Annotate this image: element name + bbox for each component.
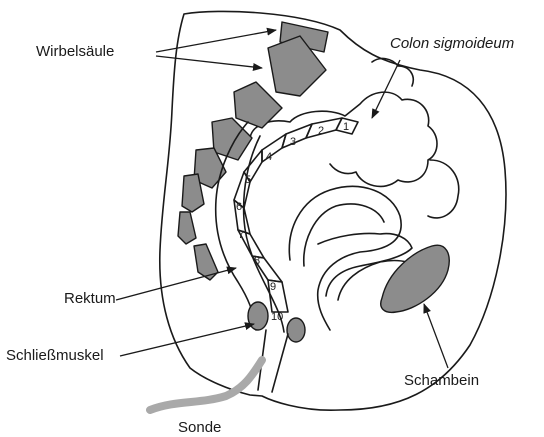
- probe: [150, 360, 262, 410]
- label-colon-sigmoideum: Colon sigmoideum: [390, 35, 514, 52]
- arrow-schliessmuskel: [120, 324, 254, 356]
- pubic-bone: [381, 245, 449, 312]
- body-outline: [160, 11, 506, 410]
- segment-box-3: [282, 124, 312, 148]
- segment-number: 1: [343, 121, 349, 133]
- segment-number: 10: [271, 311, 283, 323]
- label-wirbelsaeule: Wirbelsäule: [36, 43, 114, 60]
- segment-number: 3: [290, 136, 296, 148]
- segment-number: 4: [266, 151, 272, 163]
- vertebra-7: [178, 212, 196, 244]
- segment-number: 2: [318, 125, 324, 137]
- label-sonde: Sonde: [178, 419, 221, 436]
- segment-number: 6: [236, 201, 242, 213]
- sphincter-right: [287, 318, 305, 342]
- arrow-rektum: [116, 268, 236, 300]
- bowel-loop-right: [428, 160, 459, 218]
- segment-number: 8: [254, 255, 260, 267]
- label-schambein: Schambein: [404, 372, 479, 389]
- segment-number: 5: [245, 174, 251, 186]
- arrow-colon: [372, 60, 400, 118]
- vertebra-8: [194, 244, 218, 280]
- sphincter-left: [248, 302, 268, 330]
- arrow-schambein: [424, 304, 448, 368]
- label-rektum: Rektum: [64, 290, 116, 307]
- segment-number: 9: [270, 281, 276, 293]
- arrow-wirbelsaeule-mid: [156, 56, 262, 68]
- arrow-wirbelsaeule-top: [156, 30, 276, 52]
- segment-number: 7: [238, 229, 244, 241]
- label-schliessmuskel: Schließmuskel: [6, 347, 104, 364]
